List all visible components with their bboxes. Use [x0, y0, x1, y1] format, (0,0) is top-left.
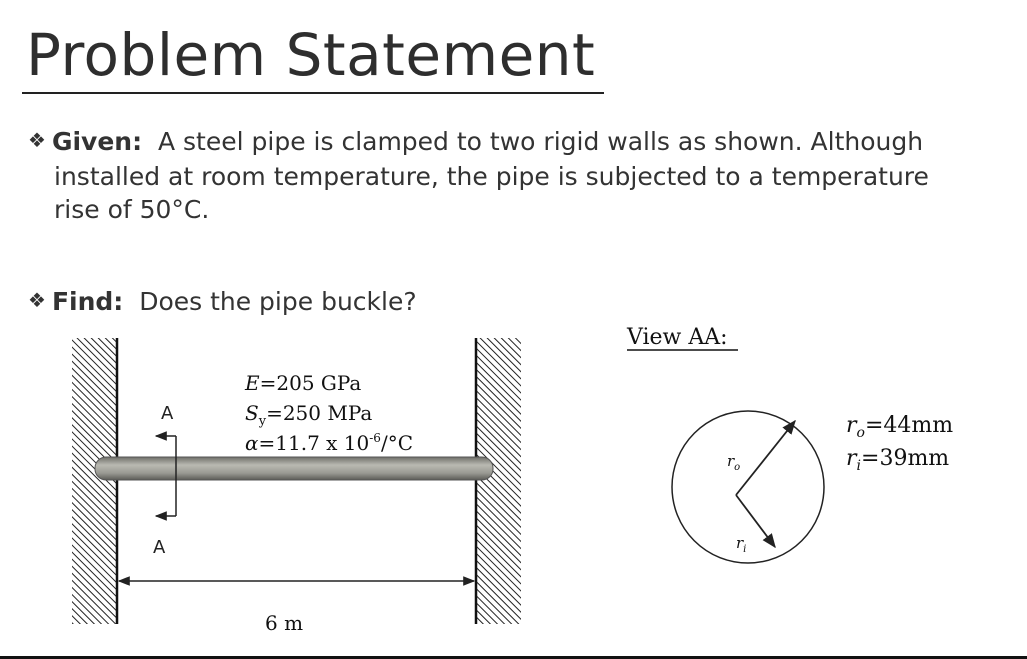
given-block: ❖Given: A steel pipe is clamped to two r…: [28, 125, 1018, 226]
section-label-bottom: A: [153, 537, 166, 558]
diamond-bullet-icon: ❖: [28, 128, 46, 152]
right-wall-hatching: [476, 338, 521, 624]
outer-radius-value: ro=44mm: [846, 413, 953, 441]
find-label: Find:: [51, 287, 124, 316]
bottom-border: [0, 656, 1027, 659]
page-title: Problem Statement: [26, 21, 596, 89]
length-label: 6 m: [265, 611, 303, 635]
given-line-2: installed at room temperature, the pipe …: [54, 162, 929, 191]
ri-diagram-label: ri: [736, 534, 746, 555]
title-underline: [22, 92, 604, 94]
inner-radius-arrow: [735, 494, 776, 549]
inner-radius-value: ri=39mm: [846, 446, 949, 474]
find-block: ❖Find: Does the pipe buckle?: [28, 285, 417, 320]
left-wall-hatching: [72, 338, 117, 624]
view-title: View AA:: [626, 325, 728, 350]
section-label-top: A: [161, 403, 174, 424]
thermal-coefficient-label: α=11.7 x 10-6/°C: [245, 431, 413, 455]
outer-radius-arrow: [735, 419, 796, 496]
yield-strength-label: Sy=250 MPa: [245, 401, 372, 429]
diamond-bullet-icon: ❖: [28, 288, 46, 312]
ro-diagram-label: ro: [727, 452, 740, 473]
steel-pipe: [94, 456, 494, 481]
pipe-cross-section-outer: [671, 410, 825, 564]
given-line-1: A steel pipe is clamped to two rigid wal…: [157, 127, 924, 156]
find-text: Does the pipe buckle?: [139, 287, 417, 316]
modulus-label: E=205 GPa: [244, 371, 361, 395]
given-line-3: rise of 50°C.: [54, 195, 210, 224]
given-label: Given:: [51, 127, 143, 156]
